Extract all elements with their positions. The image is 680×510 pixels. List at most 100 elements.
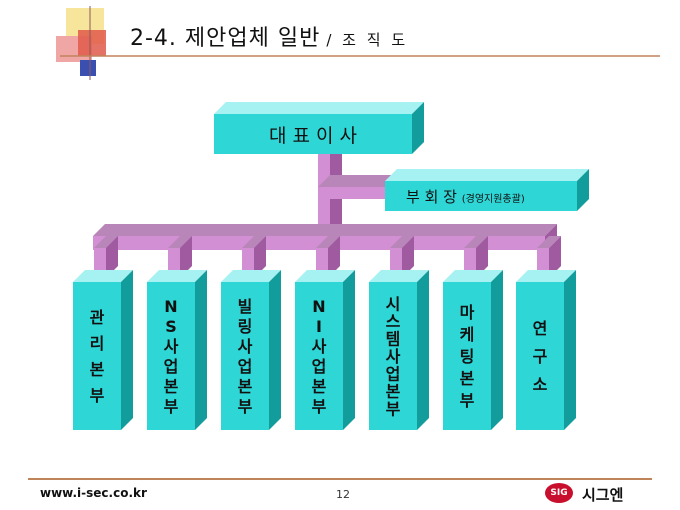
- vice-chairman-title: 부 회 장: [406, 188, 462, 206]
- department-box-7-top: [516, 270, 576, 282]
- department-3-char: 빌: [238, 297, 253, 316]
- connector-dept-6-side: [476, 236, 488, 278]
- ceo-box-top: [214, 102, 424, 114]
- slide-title: 2-4. 제안업체 일반 / 조 직 도: [130, 20, 408, 52]
- org-chart: 대 표 이 사부 회 장 (경영지원총괄)관리본부NS사업본부빌링사업본부NI사…: [73, 102, 589, 430]
- department-box-3-top: [221, 270, 281, 282]
- department-box-6-front: [443, 282, 491, 430]
- department-3-char: 본: [238, 377, 253, 396]
- connector-dept-7-side: [549, 236, 561, 278]
- department-box-5: [369, 270, 429, 430]
- department-box-2-front: [147, 282, 195, 430]
- company-logo-text: 시그엔: [582, 486, 624, 504]
- department-6-char: 부: [460, 391, 475, 410]
- department-2-char: 부: [164, 397, 179, 416]
- connector-dept-5-top: [390, 236, 414, 248]
- department-1-char: 부: [90, 386, 105, 405]
- department-5-char: 스: [386, 312, 401, 331]
- connector-dept-1-side: [106, 236, 118, 278]
- department-6-char: 케: [460, 325, 475, 344]
- red-square: [78, 30, 106, 56]
- department-7-char: 구: [533, 347, 548, 366]
- connector-dept-6-top: [464, 236, 488, 248]
- blue-square: [80, 60, 96, 76]
- department-4-char: 사: [312, 337, 327, 356]
- department-1-char: 본: [90, 360, 105, 379]
- department-7-char: 연: [533, 319, 548, 338]
- department-box-5-side: [417, 270, 429, 430]
- department-box-6-side: [491, 270, 503, 430]
- vice-chairman-box-side: [577, 169, 589, 211]
- department-box-4-side: [343, 270, 355, 430]
- subtitle-text: / 조 직 도: [326, 31, 409, 49]
- department-2-char: 본: [164, 377, 179, 396]
- department-3-char: 링: [238, 317, 253, 336]
- department-box-2-side: [195, 270, 207, 430]
- department-6-char: 본: [460, 369, 475, 388]
- department-box-5-front: [369, 282, 417, 430]
- header-decoration: [56, 6, 660, 80]
- department-6-char: 마: [460, 303, 475, 322]
- department-box-1-top: [73, 270, 133, 282]
- department-7-char: 소: [533, 375, 548, 394]
- footer-url[interactable]: www.i-sec.co.kr: [40, 486, 147, 500]
- department-5-char: 부: [386, 400, 401, 419]
- department-box-4: [295, 270, 355, 430]
- department-3-char: 업: [238, 357, 253, 376]
- company-logo-badge: SIG: [545, 483, 573, 503]
- department-box-3: [221, 270, 281, 430]
- department-box-5-top: [369, 270, 429, 282]
- department-box-4-front: [295, 282, 343, 430]
- ceo-box: [214, 102, 424, 154]
- department-box-7-front: [516, 282, 564, 430]
- ceo-box-side: [412, 102, 424, 154]
- department-4-char: I: [316, 317, 322, 336]
- connector-dept-3-top: [242, 236, 266, 248]
- vice-chairman-label: 부 회 장 (경영지원총괄): [406, 188, 525, 206]
- connector-dept-5-side: [402, 236, 414, 278]
- department-4-char: 본: [312, 377, 327, 396]
- department-1-char: 관: [90, 308, 105, 327]
- department-box-1-front: [73, 282, 121, 430]
- ceo-box-front: [214, 114, 412, 154]
- department-5-char: 사: [386, 347, 401, 366]
- department-5-char: 시: [386, 295, 401, 314]
- connector-dept-1-top: [94, 236, 118, 248]
- department-box-1-side: [121, 270, 133, 430]
- connector-dept-2-side: [180, 236, 192, 278]
- vice-chairman-box-front: [385, 181, 577, 211]
- department-3-char: 사: [238, 337, 253, 356]
- department-2-char: 업: [164, 357, 179, 376]
- department-4-char: 업: [312, 357, 327, 376]
- department-2-char: 사: [164, 337, 179, 356]
- department-box-6: [443, 270, 503, 430]
- ceo-label: 대 표 이 사: [269, 125, 357, 147]
- department-3-char: 부: [238, 397, 253, 416]
- connector-dept-2-top: [168, 236, 192, 248]
- department-box-2: [147, 270, 207, 430]
- footer-rule: [28, 478, 652, 480]
- department-box-1: [73, 270, 133, 430]
- connector-dept-4-top: [316, 236, 340, 248]
- connector-horizontal-top: [93, 224, 557, 236]
- connector-dept-3-side: [254, 236, 266, 278]
- department-box-4-top: [295, 270, 355, 282]
- department-box-3-side: [269, 270, 281, 430]
- department-5-char: 업: [386, 365, 401, 384]
- department-2-char: N: [164, 297, 177, 316]
- connector-horizontal: [93, 224, 557, 250]
- department-4-char: 부: [312, 397, 327, 416]
- department-box-3-front: [221, 282, 269, 430]
- connector-dept-4-side: [328, 236, 340, 278]
- connector-horizontal-front: [93, 236, 545, 250]
- department-6-char: 팅: [460, 347, 475, 366]
- department-5-char: 본: [386, 382, 401, 401]
- page-number: 12: [336, 488, 350, 501]
- connector-dept-7-top: [537, 236, 561, 248]
- department-1-char: 리: [90, 334, 105, 353]
- department-5-char: 템: [386, 330, 401, 349]
- connector-vice-branch-front: [318, 187, 396, 199]
- vice-chairman-note: (경영지원총괄): [462, 192, 525, 205]
- title-text: 2-4. 제안업체 일반: [130, 26, 321, 51]
- department-box-2-top: [147, 270, 207, 282]
